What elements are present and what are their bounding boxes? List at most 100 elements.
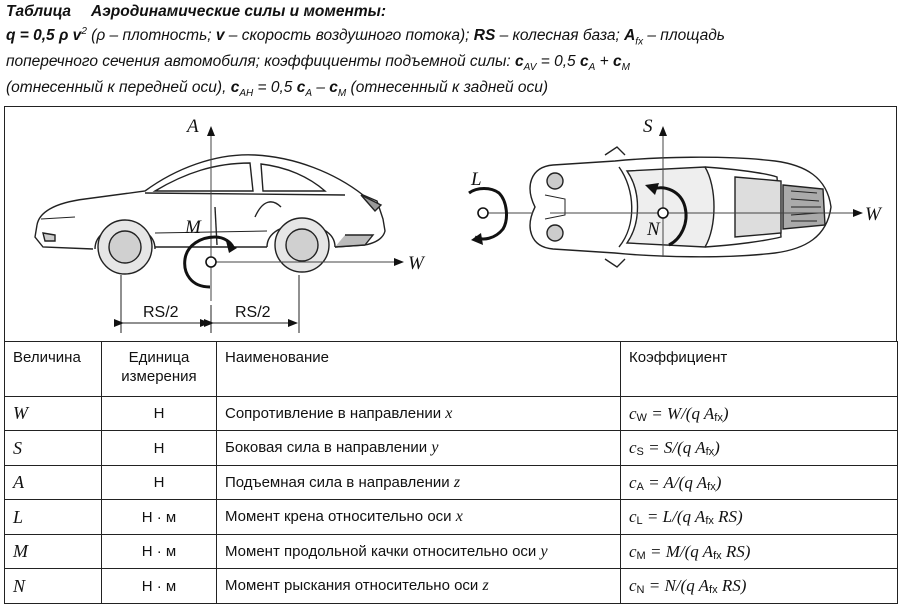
v-symbol: v	[215, 27, 225, 45]
caption-text: +	[595, 53, 613, 71]
coef-subscript: N	[636, 584, 645, 597]
caption-text: = 0,5	[536, 53, 580, 71]
coef-formula: = N/(q A	[644, 576, 710, 596]
cell-name: Момент крена относительно оси x	[216, 499, 621, 535]
rs-symbol: RS	[473, 27, 496, 45]
coef-subscript: W	[636, 411, 647, 424]
axis-variable: x	[445, 404, 453, 422]
cell-symbol: L	[4, 499, 102, 535]
label-l: L	[470, 169, 482, 190]
cell-unit: Н · м	[101, 499, 217, 535]
caption-text: – скорость воздушного потока);	[224, 27, 474, 45]
cell-unit: Н	[101, 464, 217, 501]
coef-symbol: c	[629, 507, 637, 527]
name-text: Подъемная сила в направлении	[225, 473, 454, 491]
coef-symbol: c	[629, 472, 637, 492]
q-exponent: 2	[81, 26, 87, 37]
coef-symbol: c	[629, 403, 637, 423]
l-arrowhead-icon	[471, 233, 483, 245]
afx-symbol: A	[624, 27, 636, 45]
caption-text: (отнесенный к передней оси),	[6, 79, 231, 97]
c-symbol: c	[515, 53, 524, 71]
table-header-row: Величина Единица измерения Наименование К…	[4, 341, 898, 397]
cell-symbol: W	[4, 395, 102, 432]
formula-subscript: fx	[713, 549, 722, 562]
coef-subscript: S	[636, 446, 644, 459]
coef-formula: = W/(q A	[646, 403, 715, 423]
c-subscript: M	[621, 62, 630, 74]
header-unit-line2: измерения	[121, 368, 197, 385]
header-unit-line1: Единица	[128, 349, 190, 366]
formula-end: RS)	[721, 541, 751, 561]
formula-subscript: fx	[709, 584, 718, 597]
cell-symbol: S	[4, 430, 102, 466]
l-moment-arrow	[468, 187, 508, 241]
cell-coefficient: cM = M/(q Afx RS)	[620, 533, 898, 570]
c-symbol: c	[612, 53, 622, 71]
c-subscript: AH	[239, 88, 254, 100]
axis-variable: z	[453, 473, 461, 491]
cell-coefficient: cA = A/(q Afx)	[620, 464, 898, 501]
coef-subscript: L	[636, 515, 643, 528]
header-quantity: Величина	[4, 341, 102, 397]
label-a: A	[185, 116, 199, 137]
cell-unit: Н	[101, 430, 217, 466]
c-symbol: c	[296, 79, 306, 97]
header-name: Наименование	[216, 341, 621, 397]
formula-subscript: fx	[705, 446, 715, 459]
cell-coefficient: cS = S/(q Afx)	[620, 430, 898, 466]
caption-text: (ρ – плотность;	[86, 27, 216, 45]
m-moment-arrow	[183, 235, 235, 289]
cell-coefficient: cL = L/(q Afx RS)	[620, 499, 898, 535]
caption-text: поперечного сечения автомобиля; коэффици…	[6, 53, 516, 71]
cell-unit: Н · м	[101, 533, 217, 570]
m-arrowhead-icon	[226, 241, 237, 253]
label-s: S	[643, 116, 653, 137]
c-subscript: M	[337, 88, 347, 100]
caption-text: –	[312, 79, 330, 97]
name-text: Сопротивление в направлении	[225, 404, 446, 422]
name-text: Момент крена относительно оси	[225, 508, 456, 526]
formula-end: RS)	[713, 507, 743, 527]
formula-end: )	[715, 472, 722, 492]
formula-end: )	[714, 438, 720, 458]
caption-line-2: поперечного сечения автомобиля; коэффици…	[6, 52, 896, 78]
formula-subscript: fx	[705, 515, 714, 528]
formula-subscript: fx	[707, 480, 716, 493]
cell-coefficient: cW = W/(q Afx)	[620, 395, 898, 432]
car-diagram: A M W RS/2 RS/2	[34, 116, 883, 333]
coef-formula: = L/(q A	[642, 507, 706, 527]
axis-variable: z	[482, 577, 489, 595]
axis-variable: x	[455, 508, 463, 526]
axis-variable: y	[431, 439, 439, 457]
label-m: M	[184, 217, 202, 238]
caption-text: – колесная база;	[495, 27, 625, 45]
forces-table: Величина Единица измерения Наименование К…	[4, 341, 898, 604]
cell-name: Момент рыскания относительно оси z	[216, 568, 621, 604]
l-origin-icon	[477, 207, 489, 219]
formula-end: )	[722, 403, 729, 423]
header-coefficient: Коэффициент	[620, 341, 898, 397]
label-rs-right: RS/2	[235, 304, 271, 321]
cell-unit: Н · м	[101, 568, 217, 604]
cell-symbol: A	[4, 464, 102, 501]
c-symbol: c	[230, 79, 240, 97]
n-arrowhead-icon	[645, 183, 659, 195]
label-w-side: W	[408, 253, 426, 274]
cell-coefficient: cN = N/(q Afx RS)	[620, 568, 898, 604]
caption-text: – площадь	[643, 27, 725, 45]
coef-formula: = S/(q A	[643, 438, 706, 458]
cell-name: Подъемная сила в направлении z	[216, 464, 621, 501]
axis-variable: y	[540, 542, 548, 560]
top-view-car-icon	[529, 146, 832, 268]
c-subscript: AV	[523, 62, 537, 74]
n-moment-arrow	[652, 186, 688, 247]
coef-symbol: c	[629, 541, 637, 561]
formula-subscript: fx	[714, 411, 723, 424]
